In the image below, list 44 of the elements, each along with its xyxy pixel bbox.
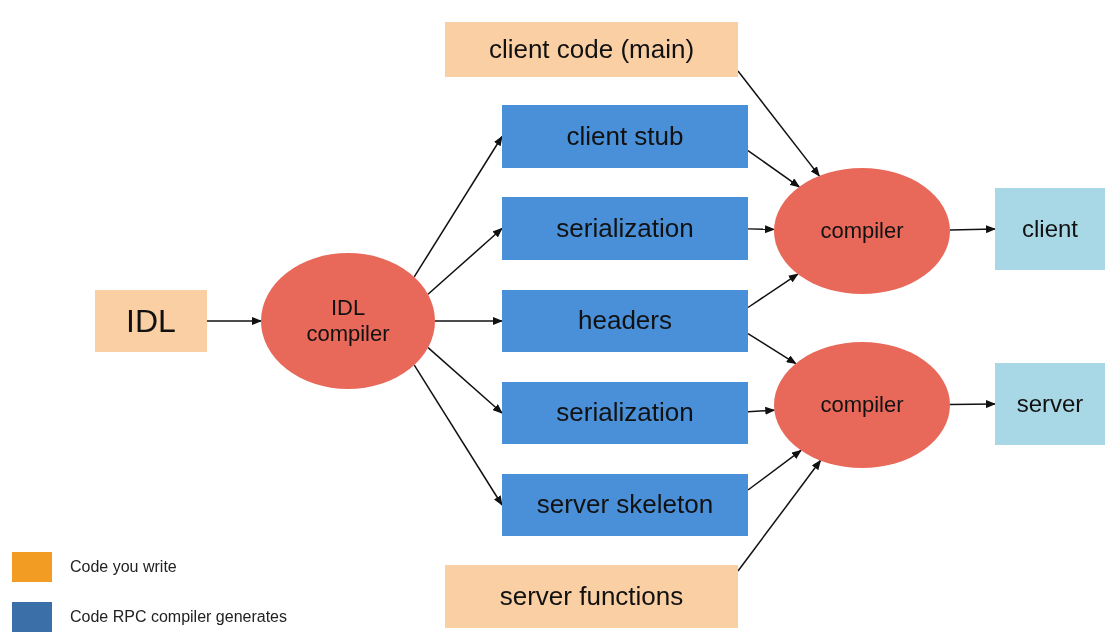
arrow	[413, 135, 503, 278]
node-label: serialization	[556, 397, 694, 429]
arrow	[747, 332, 797, 365]
arrow	[737, 70, 821, 177]
arrow	[747, 273, 799, 309]
node-label: IDL	[126, 301, 176, 341]
legend-label: Code you write	[70, 558, 177, 576]
arrow	[206, 317, 262, 325]
compiler-ellipse	[261, 253, 435, 389]
node-label: serialization	[556, 212, 694, 245]
arrow	[747, 406, 776, 415]
node-label: server skeleton	[536, 489, 714, 521]
node-label: client code (main)	[488, 33, 695, 66]
node-label: compiler	[820, 217, 904, 245]
arrow	[949, 225, 996, 234]
code-box	[95, 290, 207, 352]
generated-code-box	[502, 382, 748, 444]
code-box	[445, 22, 738, 77]
node-label: server	[1016, 389, 1084, 419]
arrow	[434, 317, 503, 325]
legend-label: Code RPC compiler generates	[70, 608, 287, 626]
node-label: client	[1022, 214, 1078, 244]
arrow	[737, 459, 822, 572]
arrow	[949, 400, 996, 409]
node-label: IDL compiler	[305, 294, 391, 348]
output-box	[995, 363, 1105, 445]
node-label: client stub	[566, 120, 684, 153]
arrow	[427, 346, 503, 414]
code-box	[445, 565, 738, 628]
node-label: headers	[578, 305, 672, 337]
compiler-ellipse	[774, 168, 950, 294]
node-label: server functions	[499, 580, 684, 613]
arrow	[747, 225, 776, 234]
generated-code-box	[502, 105, 748, 168]
compiler-ellipse	[774, 342, 950, 468]
generated-code-box	[502, 290, 748, 352]
arrow	[747, 449, 802, 491]
node-label: compiler	[820, 391, 904, 419]
arrow	[413, 364, 503, 506]
generated-code-box	[502, 474, 748, 536]
output-box	[995, 188, 1105, 270]
arrow	[427, 227, 503, 296]
arrow	[747, 149, 801, 188]
generated-code-box	[502, 197, 748, 260]
